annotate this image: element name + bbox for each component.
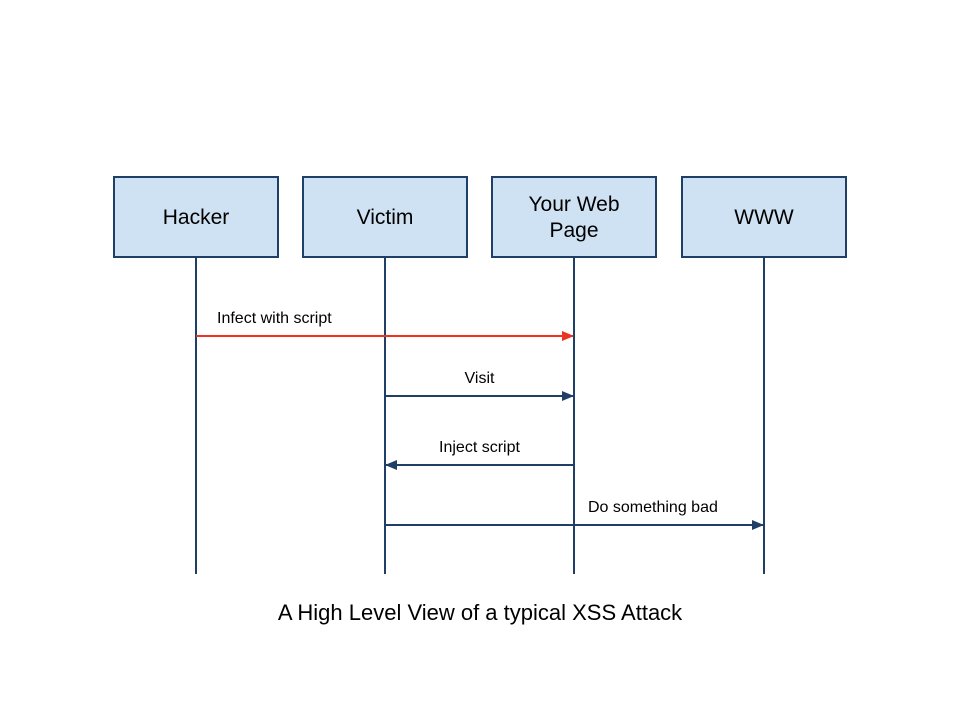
diagram-caption: A High Level View of a typical XSS Attac… xyxy=(277,600,683,625)
actor-label-webpage: Your Web xyxy=(528,193,619,216)
actor-box-victim xyxy=(302,176,468,258)
message-label: Visit xyxy=(465,370,495,387)
message-4: Do something bad xyxy=(385,499,764,530)
message-label: Do something bad xyxy=(588,499,718,516)
actor-box-webpage xyxy=(491,176,657,258)
message-label: Inject script xyxy=(439,439,520,456)
actor-label-victim: Victim xyxy=(357,206,414,229)
actor-label-hacker: Hacker xyxy=(163,206,230,229)
actor-label-www: WWW xyxy=(734,206,794,229)
message-3: Inject script xyxy=(385,439,574,470)
actor-hacker: Hacker xyxy=(113,176,279,258)
actor-box-www xyxy=(681,176,847,258)
actor-box-hacker xyxy=(113,176,279,258)
actor-label-webpage: Page xyxy=(549,219,598,242)
message-2: Visit xyxy=(385,370,574,401)
message-label: Infect with script xyxy=(217,310,332,327)
message-1: Infect with script xyxy=(196,310,574,341)
actor-www: WWW xyxy=(681,176,847,258)
actor-victim: Victim xyxy=(302,176,468,258)
